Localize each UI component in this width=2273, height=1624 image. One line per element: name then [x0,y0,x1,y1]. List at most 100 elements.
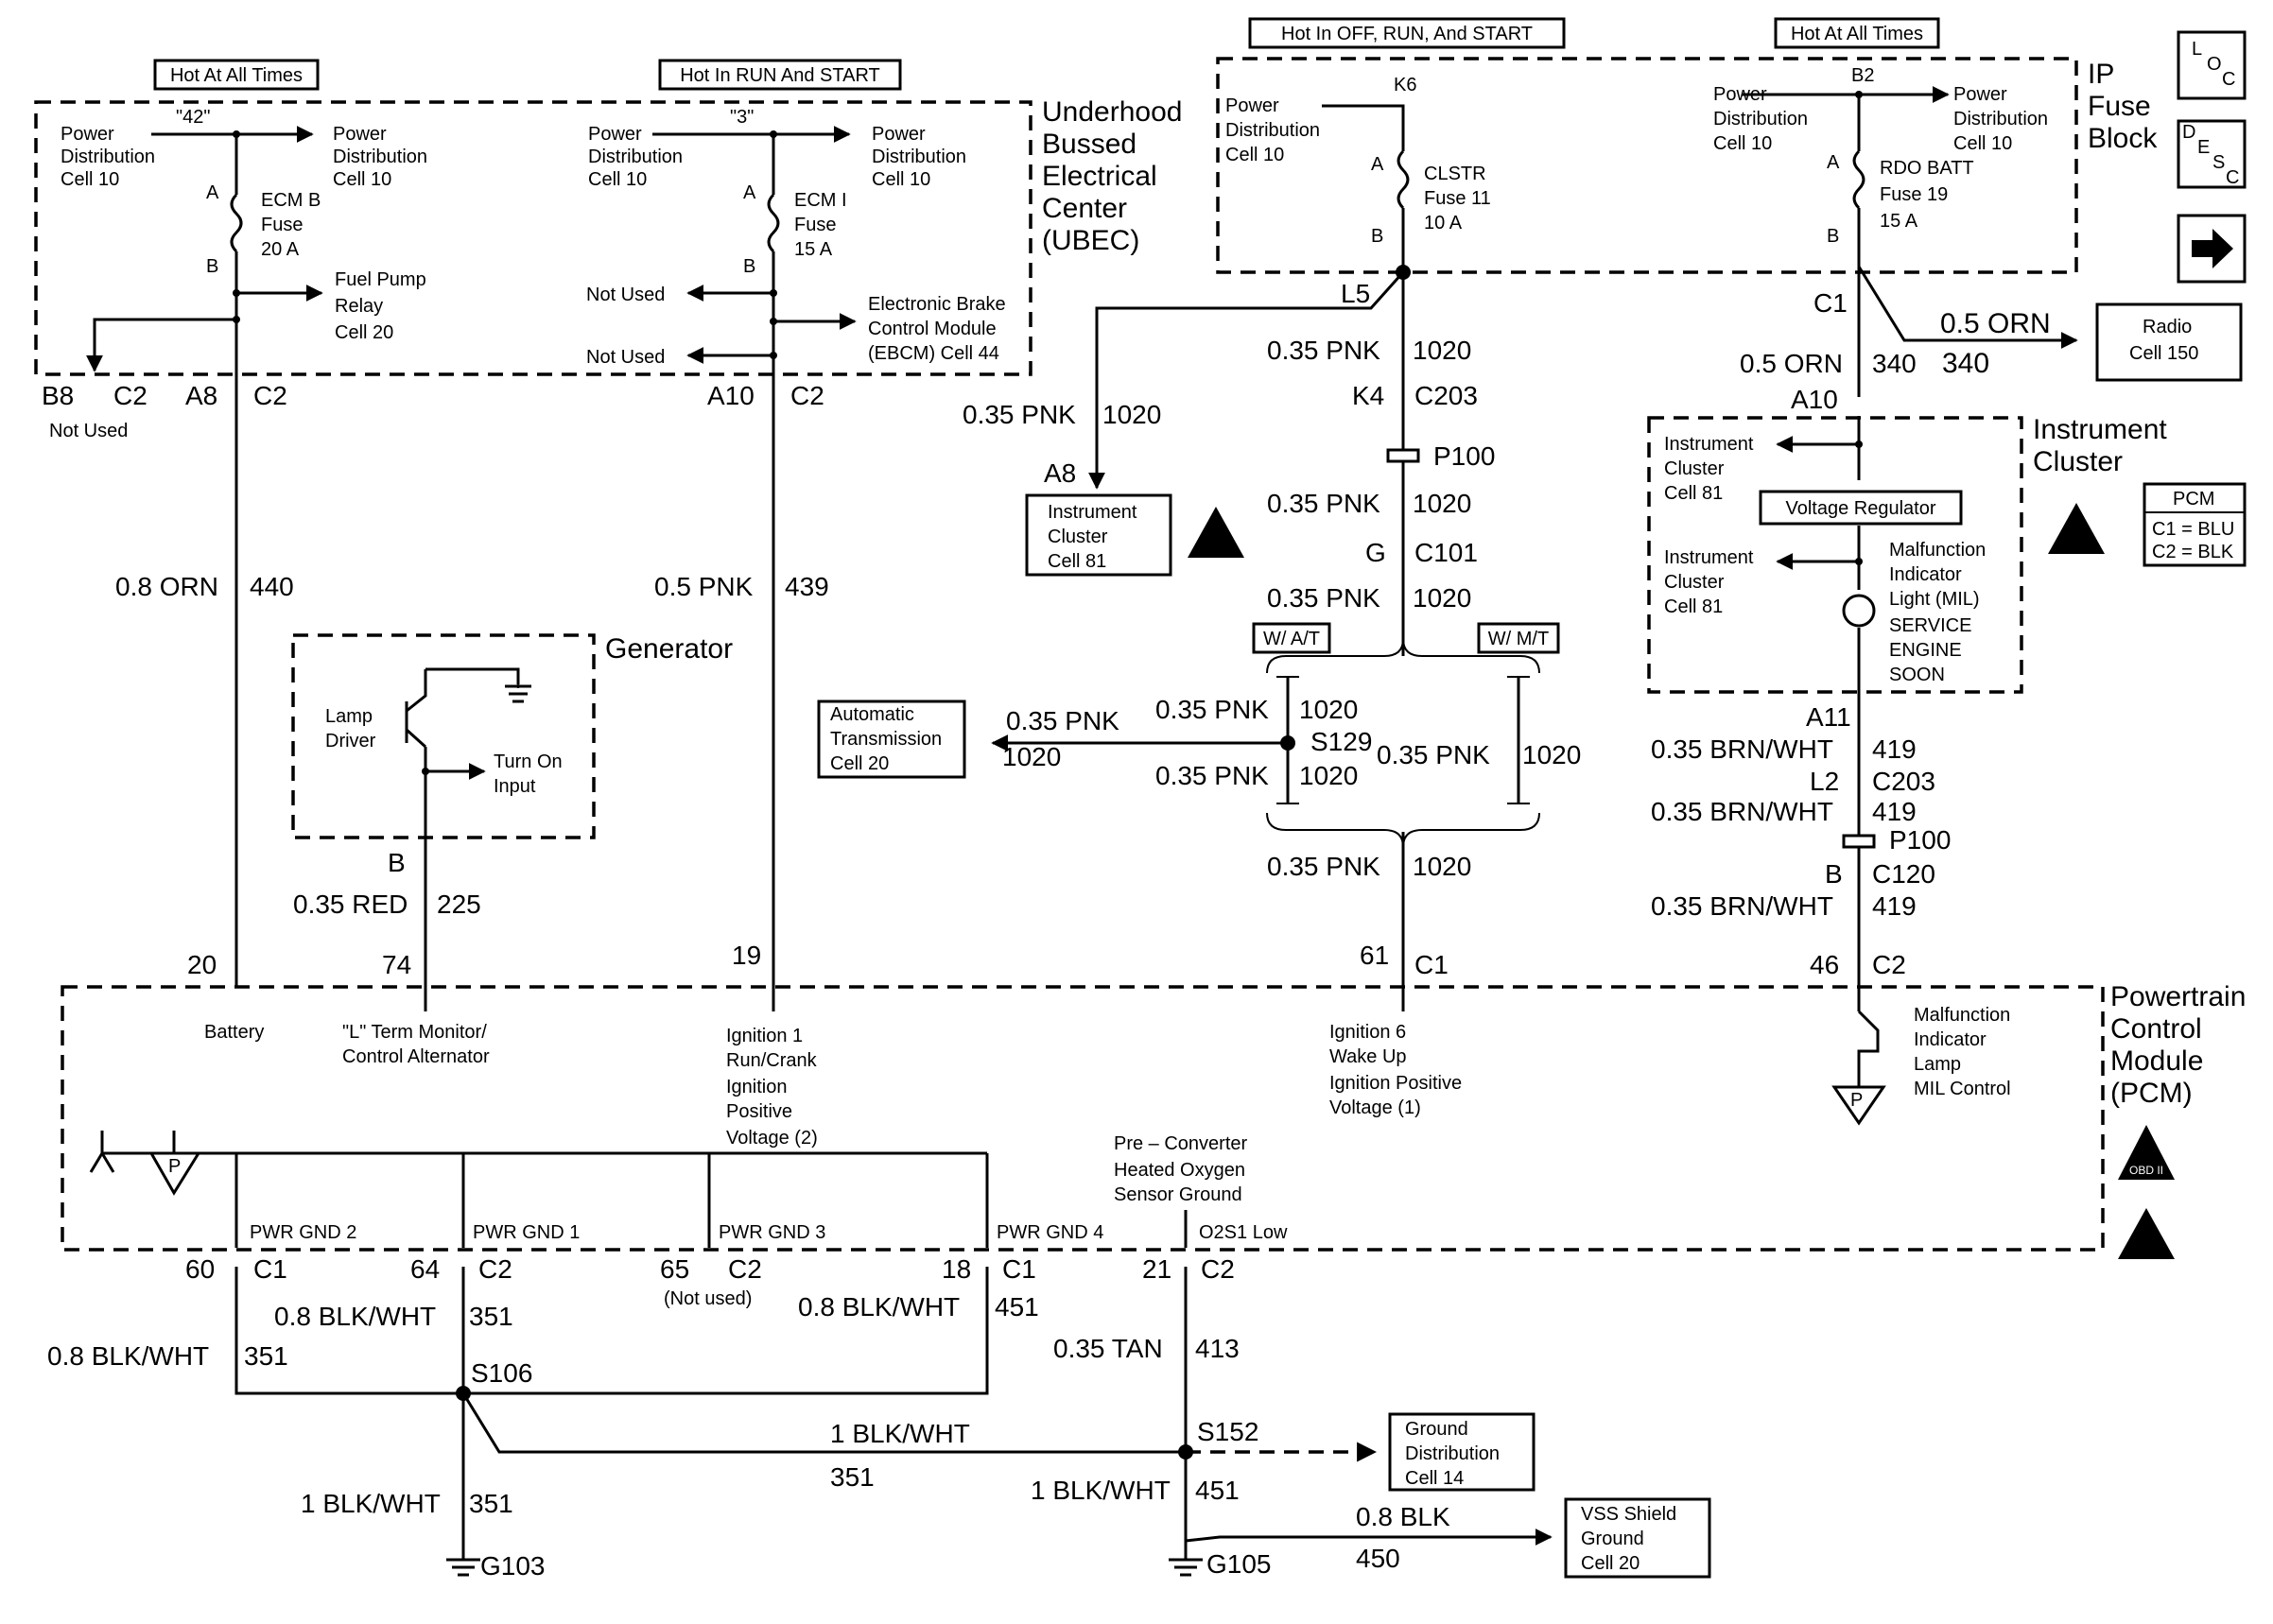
svg-text:IP: IP [2088,59,2114,90]
svg-text:Malfunction: Malfunction [1914,1005,2010,1026]
svg-text:A8: A8 [1044,458,1076,488]
pcm-box [61,985,2105,1252]
svg-text:15 A: 15 A [794,239,833,260]
svg-text:15 A: 15 A [1880,211,1918,232]
svg-text:419: 419 [1872,891,1917,921]
svg-text:P100: P100 [1889,825,1951,855]
svg-text:Voltage (1): Voltage (1) [1329,1097,1421,1118]
svg-text:Not Used: Not Used [49,421,128,441]
svg-text:Turn On: Turn On [494,752,563,772]
loc-icon[interactable]: L O C [2177,30,2247,100]
svg-text:351: 351 [469,1302,513,1331]
svg-text:340: 340 [1872,349,1917,378]
esd-warning-icon [1188,507,1244,558]
svg-text:Cell 81: Cell 81 [1664,483,1723,504]
svg-text:B: B [1825,859,1843,889]
header-ecmi: Hot In RUN And START [658,59,902,91]
svg-text:C1: C1 [1813,288,1848,318]
svg-text:0.35 PNK: 0.35 PNK [1155,695,1269,724]
header-rdo: Hot At All Times [1774,17,1940,49]
svg-text:440: 440 [250,572,294,601]
svg-text:Distribution: Distribution [1713,109,1808,130]
svg-text:"L" Term Monitor/: "L" Term Monitor/ [342,1022,487,1043]
svg-text:W/ M/T: W/ M/T [1488,629,1549,649]
ubec-title: Underhood Bussed Electrical Center (UBEC… [1042,96,1182,256]
svg-text:K6: K6 [1394,75,1416,95]
svg-text:A11: A11 [1806,702,1851,732]
pcm-inputs: 20 74 19 61 C1 46 C2 Battery "L" Term Mo… [187,941,2011,1205]
next-arrow-icon[interactable] [2177,214,2247,284]
svg-text:S106: S106 [471,1358,532,1388]
svg-text:0.35 PNK: 0.35 PNK [1267,583,1380,613]
svg-text:413: 413 [1195,1334,1240,1363]
svg-text:Battery: Battery [204,1022,264,1043]
svg-text:Cell 20: Cell 20 [1581,1553,1640,1574]
desc-icon[interactable]: D E S C [2177,119,2247,189]
svg-text:Power: Power [588,124,642,145]
svg-text:Generator: Generator [605,633,733,665]
svg-text:C203: C203 [1414,381,1478,410]
svg-text:A10: A10 [707,381,755,410]
pcm-ground-bus: P PWR GND 2 PWR GND 1 PWR GND 3 PWR GND … [89,1131,1288,1248]
svg-text:Indicator: Indicator [1914,1029,1987,1050]
svg-text:Transmission: Transmission [830,729,942,750]
clstr-circuit: Power Distribution Cell 10 K6 A B CLSTR … [817,75,1581,974]
svg-text:0.8 BLK/WHT: 0.8 BLK/WHT [47,1341,209,1371]
svg-text:Not Used: Not Used [586,285,665,305]
svg-text:Powertrain: Powertrain [2110,981,2246,1012]
svg-text:Distribution: Distribution [61,147,155,167]
svg-text:Automatic: Automatic [830,704,914,725]
svg-text:0.35 BRN/WHT: 0.35 BRN/WHT [1651,891,1833,921]
svg-text:Control Alternator: Control Alternator [342,1046,490,1067]
svg-text:D: D [2182,122,2195,143]
svg-text:Distribution: Distribution [1405,1443,1500,1464]
svg-text:B: B [388,848,406,877]
svg-text:W/ A/T: W/ A/T [1263,629,1320,649]
p100-connector [1386,448,1420,463]
svg-text:Not Used: Not Used [586,347,665,368]
svg-text:1020: 1020 [1413,583,1471,613]
svg-text:A: A [1827,152,1840,173]
svg-text:MIL Control: MIL Control [1914,1079,2011,1099]
svg-text:Ground: Ground [1581,1529,1644,1549]
ecmi-circuit: "3" Power Distribution Cell 10 Power Dis… [586,107,1006,974]
svg-text:S: S [2212,152,2225,173]
svg-text:0.8 BLK/WHT: 0.8 BLK/WHT [274,1302,436,1331]
svg-text:Ground: Ground [1405,1419,1468,1440]
svg-text:O: O [2207,54,2222,75]
svg-text:A8: A8 [185,381,217,410]
svg-text:P: P [168,1156,181,1177]
svg-text:C2: C2 [113,381,147,410]
svg-text:"3": "3" [730,107,754,128]
svg-text:E: E [2197,137,2210,158]
svg-text:G103: G103 [480,1551,546,1581]
svg-text:0.35 PNK: 0.35 PNK [1267,336,1380,365]
svg-text:64: 64 [410,1254,440,1284]
svg-text:Fuel Pump: Fuel Pump [335,269,426,290]
svg-text:Hot At All Times: Hot At All Times [170,65,303,86]
svg-text:Lamp: Lamp [325,706,373,727]
svg-text:C2: C2 [253,381,287,410]
svg-text:0.5 ORN: 0.5 ORN [1740,349,1843,378]
ground-circuits: 60 C1 64 C2 65 C2 (Not used) 18 C1 21 C2… [47,1254,1711,1581]
svg-text:Ignition 1: Ignition 1 [726,1026,803,1046]
svg-text:65: 65 [660,1254,689,1284]
svg-text:L: L [2192,39,2202,60]
svg-text:L5: L5 [1341,279,1370,308]
svg-text:1020: 1020 [1413,489,1471,518]
svg-text:B8: B8 [42,381,74,410]
svg-text:0.8 BLK/WHT: 0.8 BLK/WHT [798,1292,960,1322]
svg-text:Power: Power [872,124,926,145]
svg-text:Power: Power [1953,84,2007,105]
svg-text:B2: B2 [1851,65,1874,86]
svg-text:CLSTR: CLSTR [1424,164,1486,184]
svg-text:C2: C2 [790,381,824,410]
svg-text:Distribution: Distribution [1953,109,2048,130]
esd-warning-icon-3 [2118,1208,2175,1259]
ground-g105-icon [1169,1558,1203,1577]
svg-text:Power: Power [61,124,114,145]
ground-g103-icon [446,1558,480,1577]
svg-text:PWR GND 4: PWR GND 4 [997,1222,1103,1243]
svg-text:B: B [206,256,218,277]
